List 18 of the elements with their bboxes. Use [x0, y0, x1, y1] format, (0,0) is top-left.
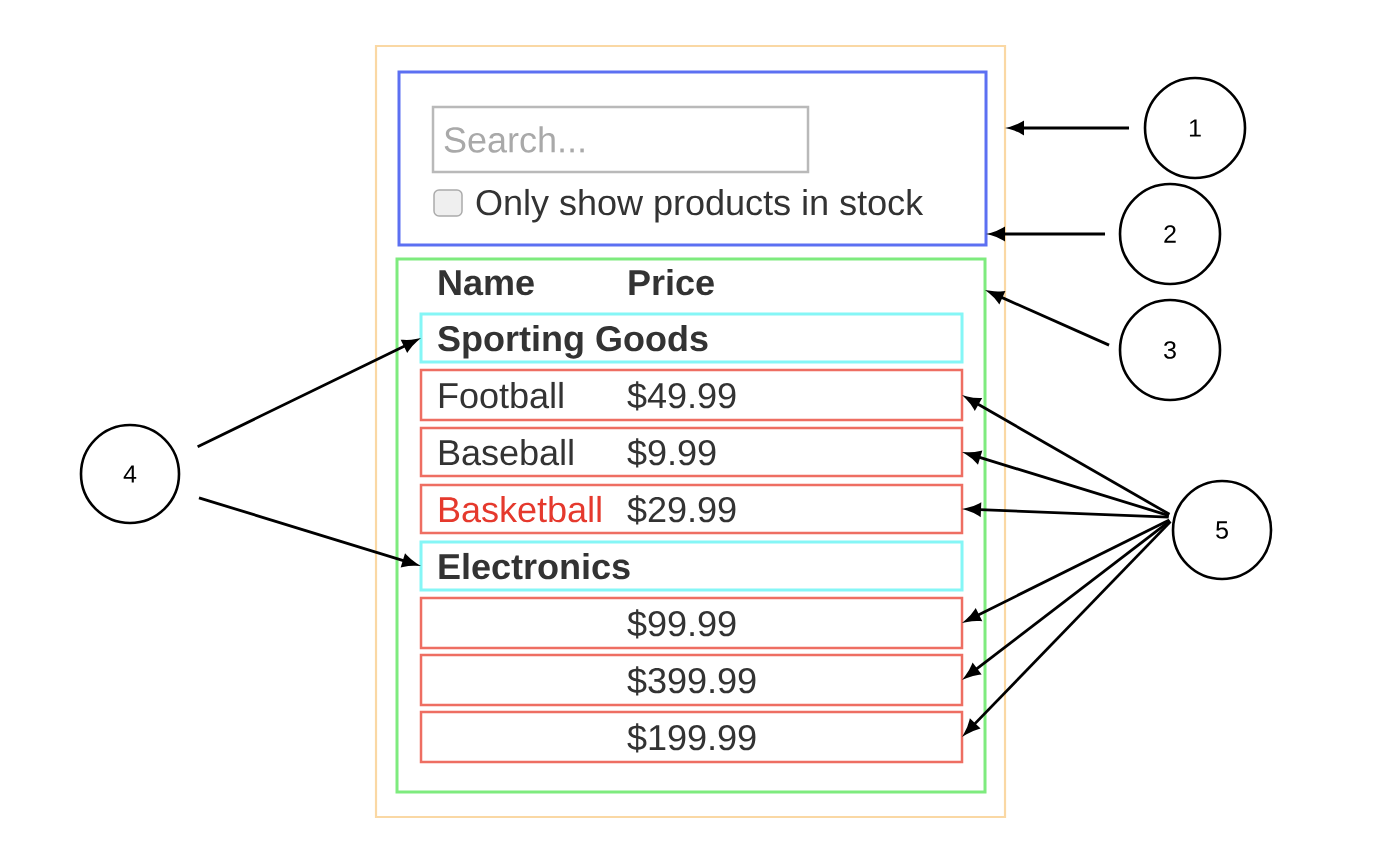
category-row: Electronics	[419, 540, 964, 592]
arrow	[197, 339, 418, 448]
checkbox-label: Only show products in stock	[476, 188, 924, 223]
product-row: $399.99	[419, 653, 964, 707]
product-row: Basketball $29.99	[419, 483, 964, 535]
column-header: Name	[439, 270, 534, 296]
column-header: Price	[629, 268, 714, 296]
product-row: Football $49.99	[419, 368, 964, 422]
outer-frame	[374, 44, 1007, 819]
product-row: $99.99	[419, 596, 964, 650]
search-field: Search...	[431, 105, 810, 174]
product-row: Baseball $9.99	[419, 426, 964, 478]
arrow	[965, 396, 1171, 516]
arrow	[988, 290, 1110, 347]
arrow	[198, 496, 418, 567]
product-row: $199.99	[419, 710, 964, 764]
category-row: Sporting Goods	[419, 312, 964, 364]
arrow	[965, 451, 1170, 517]
